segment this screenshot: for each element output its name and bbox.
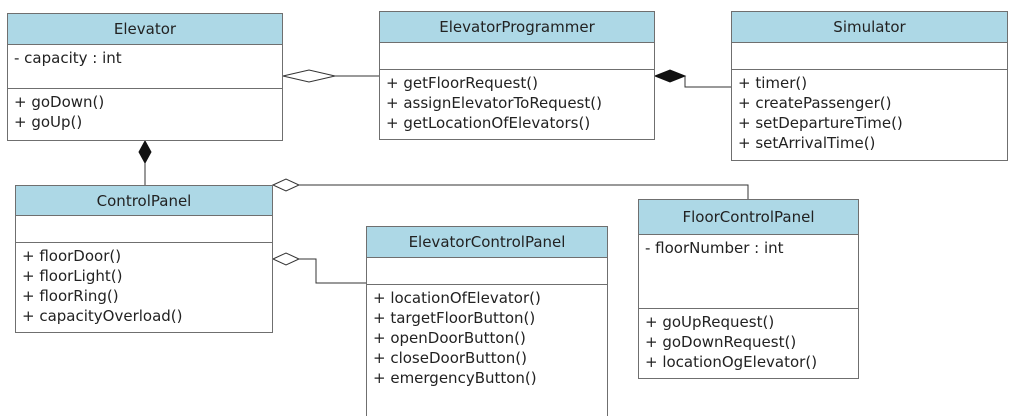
attribute: - floorNumber : int xyxy=(645,239,784,257)
attributes-section xyxy=(367,258,607,285)
operation: + emergencyButton() xyxy=(373,369,537,387)
attributes-section: - capacity : int xyxy=(8,45,282,89)
class-elevator-programmer: ElevatorProgrammer + getFloorRequest() +… xyxy=(379,11,655,140)
class-name: FloorControlPanel xyxy=(639,200,858,235)
class-name: ControlPanel xyxy=(16,186,272,216)
operations-section: + timer() + createPassenger() + setDepar… xyxy=(732,70,1007,156)
connector-elevcp-controlpanel xyxy=(299,258,366,284)
attribute: - capacity : int xyxy=(14,49,122,67)
operation: + getFloorRequest() xyxy=(386,74,538,92)
operation: + setArrivalTime() xyxy=(738,134,876,152)
class-name: ElevatorProgrammer xyxy=(380,12,654,43)
operation: + goDownRequest() xyxy=(645,333,797,351)
operation: + locationOfElevator() xyxy=(373,289,541,307)
attributes-section: - floorNumber : int xyxy=(639,235,858,309)
aggregation-line-programmer-elevator xyxy=(282,69,336,83)
relationship-lines xyxy=(138,69,749,284)
operations-section: + goUpRequest() + goDownRequest() + loca… xyxy=(639,309,858,375)
operation: + getLocationOfElevators() xyxy=(386,114,591,132)
class-name: Elevator xyxy=(8,14,282,45)
operation: + locationOgElevator() xyxy=(645,353,818,371)
operation: + capacityOverload() xyxy=(22,307,183,325)
operation: + floorRing() xyxy=(22,287,119,305)
operation: + goDown() xyxy=(14,93,105,111)
operation: + goUp() xyxy=(14,113,83,131)
attributes-section xyxy=(732,43,1007,70)
aggregation-diamond-elevcp xyxy=(271,252,301,266)
class-simulator: Simulator + timer() + createPassenger() … xyxy=(731,11,1008,161)
attributes-section xyxy=(380,43,654,70)
operations-section: + locationOfElevator() + targetFloorButt… xyxy=(367,285,607,391)
operations-section: + getFloorRequest() + assignElevatorToRe… xyxy=(380,70,654,136)
connector-simulator-programmer xyxy=(684,76,731,88)
attributes-section xyxy=(16,216,272,243)
operation: + createPassenger() xyxy=(738,94,892,112)
composition-diamond-simulator xyxy=(653,69,687,83)
operations-section: + goDown() + goUp() xyxy=(8,89,282,135)
class-name: Simulator xyxy=(732,12,1007,43)
operation: + floorDoor() xyxy=(22,247,122,265)
operation: + setDepartureTime() xyxy=(738,114,903,132)
class-elevator: Elevator - capacity : int + goDown() + g… xyxy=(7,13,283,141)
composition-diamond-controlpanel xyxy=(138,139,152,165)
operation: + goUpRequest() xyxy=(645,313,775,331)
operation: + closeDoorButton() xyxy=(373,349,527,367)
operation: + timer() xyxy=(738,74,808,92)
aggregation-diamond-floorcp xyxy=(271,178,301,192)
connector-floorcp-controlpanel xyxy=(299,184,749,199)
class-name: ElevatorControlPanel xyxy=(367,227,607,258)
operation: + floorLight() xyxy=(22,267,123,285)
operation: + targetFloorButton() xyxy=(373,309,536,327)
operations-section: + floorDoor() + floorLight() + floorRing… xyxy=(16,243,272,329)
class-control-panel: ControlPanel + floorDoor() + floorLight(… xyxy=(15,185,273,333)
class-floor-control-panel: FloorControlPanel - floorNumber : int + … xyxy=(638,199,859,379)
operation: + assignElevatorToRequest() xyxy=(386,94,602,112)
class-elevator-control-panel: ElevatorControlPanel + locationOfElevato… xyxy=(366,226,608,416)
operation: + openDoorButton() xyxy=(373,329,526,347)
